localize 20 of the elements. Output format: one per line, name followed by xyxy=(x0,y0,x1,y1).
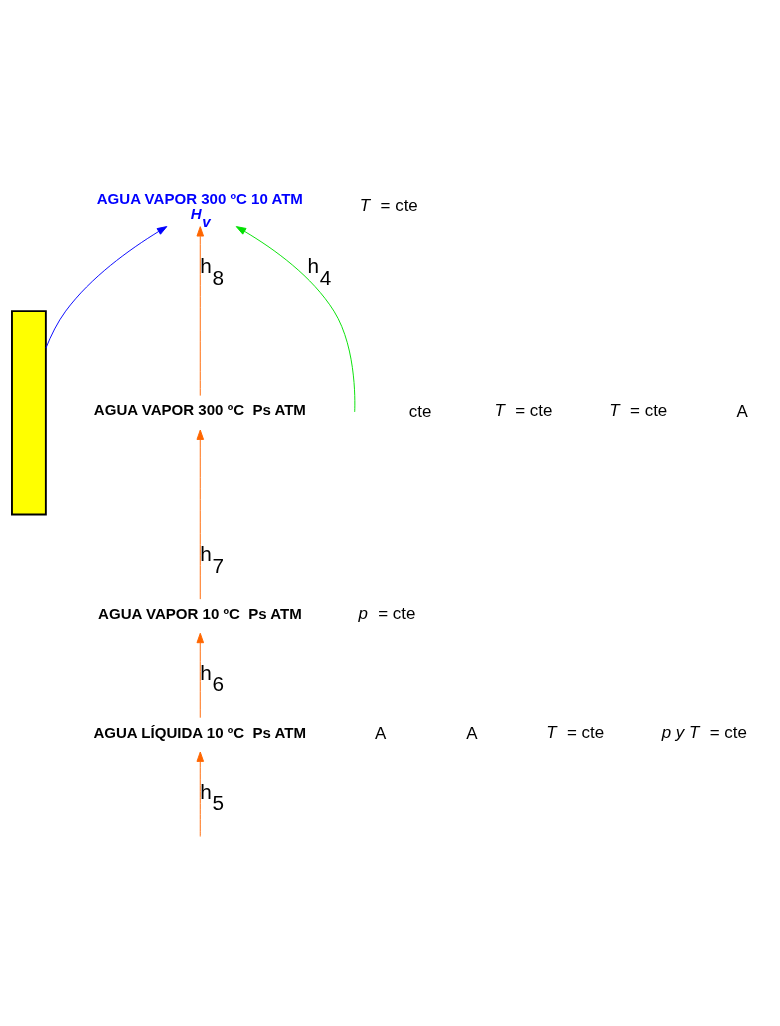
label: A xyxy=(374,724,387,744)
label: cte xyxy=(408,402,432,421)
label: p = cte xyxy=(358,604,416,624)
node-text: AGUA VAPOR 300 ºC Ps ATM xyxy=(93,401,306,419)
node-box xyxy=(11,310,47,516)
node-text: AGUA LÍQUIDA 10 ºC Ps ATM xyxy=(93,723,306,741)
arrow xyxy=(196,226,205,397)
label: T = cte xyxy=(359,195,418,215)
label: p y T = cte xyxy=(661,723,747,743)
label: A xyxy=(736,402,748,421)
arrow xyxy=(235,226,356,413)
label: T = cte xyxy=(546,723,605,743)
label: T = cte xyxy=(609,401,668,421)
arrow xyxy=(196,429,205,600)
label: A xyxy=(466,724,478,744)
label: T = cte xyxy=(494,401,553,421)
arrow xyxy=(196,632,205,719)
arrow xyxy=(45,226,168,349)
arrow xyxy=(196,751,205,837)
node-text: AGUA VAPOR 10 ºC Ps ATM xyxy=(98,604,302,622)
